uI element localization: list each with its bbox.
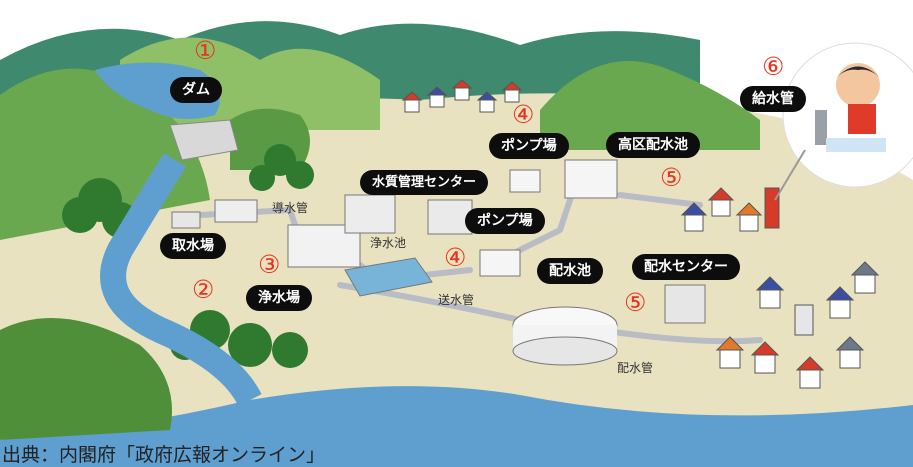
label-dam: ダム bbox=[170, 77, 222, 103]
label-high-reservoir: 高区配水池 bbox=[606, 132, 700, 158]
right-hill bbox=[540, 61, 760, 150]
hill-lower-left bbox=[0, 318, 172, 440]
label-pump-station-upper: ポンプ場 bbox=[489, 133, 569, 159]
label-distribution-reservoir: 配水池 bbox=[537, 258, 603, 284]
pipe-label-distribution: 配水管 bbox=[617, 361, 654, 375]
step-number-3: ③ bbox=[258, 250, 281, 279]
step-number-2: ② bbox=[192, 275, 215, 304]
houses bbox=[401, 79, 880, 389]
label-water-quality-center: 水質管理センター bbox=[360, 170, 489, 195]
step-number-1: ① bbox=[194, 36, 217, 65]
filter-basin bbox=[344, 257, 433, 297]
label-service-pipe: 給水管 bbox=[740, 86, 806, 112]
step-number-6: ⑥ bbox=[762, 52, 785, 81]
dam-wall bbox=[169, 119, 239, 161]
label-purification-plant: 浄水場 bbox=[246, 285, 312, 311]
label-pump-station-lower: ポンプ場 bbox=[465, 208, 545, 234]
pipe-label-filter-basin: 浄水池 bbox=[370, 236, 407, 250]
step-number-4-upper: ④ bbox=[512, 100, 535, 129]
step-number-5-lower: ⑤ bbox=[624, 288, 647, 317]
river-channel bbox=[100, 153, 262, 407]
reservoir bbox=[95, 62, 220, 119]
label-distribution-center: 配水センター bbox=[632, 254, 740, 280]
bubble-leader bbox=[774, 149, 806, 201]
river bbox=[0, 386, 913, 467]
source-caption: 出典：内閣府「政府広報オンライン」 bbox=[2, 444, 326, 466]
step-number-4-lower: ④ bbox=[444, 243, 467, 272]
step-number-5-upper: ⑤ bbox=[660, 163, 683, 192]
pipe-label-transmission: 送水管 bbox=[438, 293, 475, 307]
pipe-label-conduit: 導水管 bbox=[272, 201, 309, 215]
label-intake: 取水場 bbox=[160, 233, 226, 259]
buildings bbox=[171, 159, 706, 324]
boy-washing-hands-illustration bbox=[815, 63, 886, 152]
